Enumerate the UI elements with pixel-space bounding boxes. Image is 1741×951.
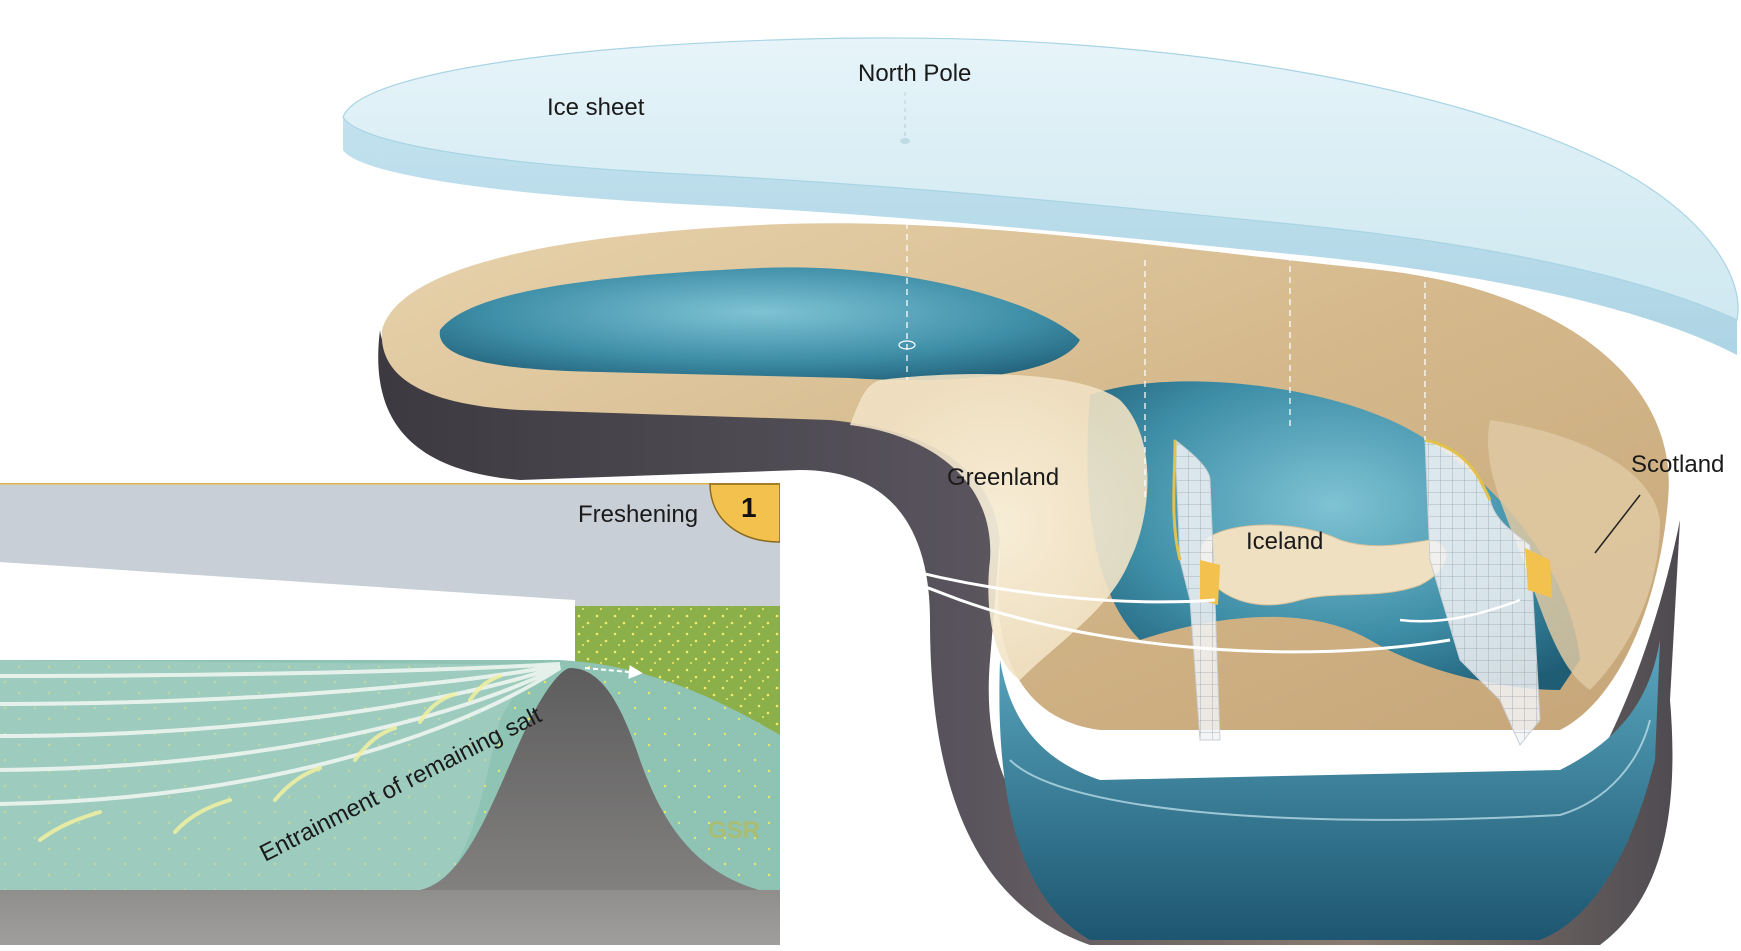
- projection-lines: [354, 150, 1426, 500]
- ice-sheet-side: [343, 117, 1737, 355]
- inset-entrainment-plumes: [38, 674, 502, 842]
- freshening-label: Freshening: [578, 501, 698, 528]
- gateway-curtain-west-edge: [1172, 439, 1182, 561]
- arctic-basin-water: [439, 267, 1080, 381]
- inset-ridge: [0, 668, 780, 945]
- scotland-label: Scotland: [1631, 451, 1724, 478]
- scotland-leader: [1594, 494, 1641, 554]
- inset-sea-floor: [0, 890, 780, 945]
- return-flow-arrow-lower: [794, 530, 1451, 654]
- basin-inner-edge: [1009, 719, 1651, 821]
- step-number: 1: [741, 492, 757, 523]
- ice-sheet-top: [342, 37, 1739, 321]
- ice-sheet-label: Ice sheet: [547, 94, 645, 121]
- ice-sheet-layer: [342, 37, 1739, 355]
- inflow-arrow: [1399, 598, 1521, 623]
- north-pole-label: North Pole: [858, 60, 971, 87]
- return-flow-arrow-upper: [786, 527, 1216, 604]
- gateway-curtain-east-fill: [1525, 548, 1552, 598]
- basin-model: [354, 92, 1680, 945]
- gateway-curtain-west-fill: [1200, 560, 1220, 605]
- scotland-landmass: [1488, 420, 1660, 690]
- inset-freshwater-layer: [0, 483, 780, 606]
- gsr-label: GSR: [708, 817, 760, 844]
- north-pole-marker-basin: [898, 340, 916, 350]
- greenland-label: Greenland: [947, 464, 1059, 491]
- greenland-landmass: [850, 374, 1148, 680]
- gateway-curtain-west: [1174, 438, 1221, 741]
- inset-overflow-arrow: [584, 665, 643, 679]
- iceland-label: Iceland: [1246, 528, 1323, 555]
- gateway-curtain-east-edge: [1424, 438, 1492, 501]
- inset-cross-section: [0, 483, 780, 945]
- step-badge: [709, 483, 780, 543]
- deep-basin-cutaway: [999, 640, 1660, 940]
